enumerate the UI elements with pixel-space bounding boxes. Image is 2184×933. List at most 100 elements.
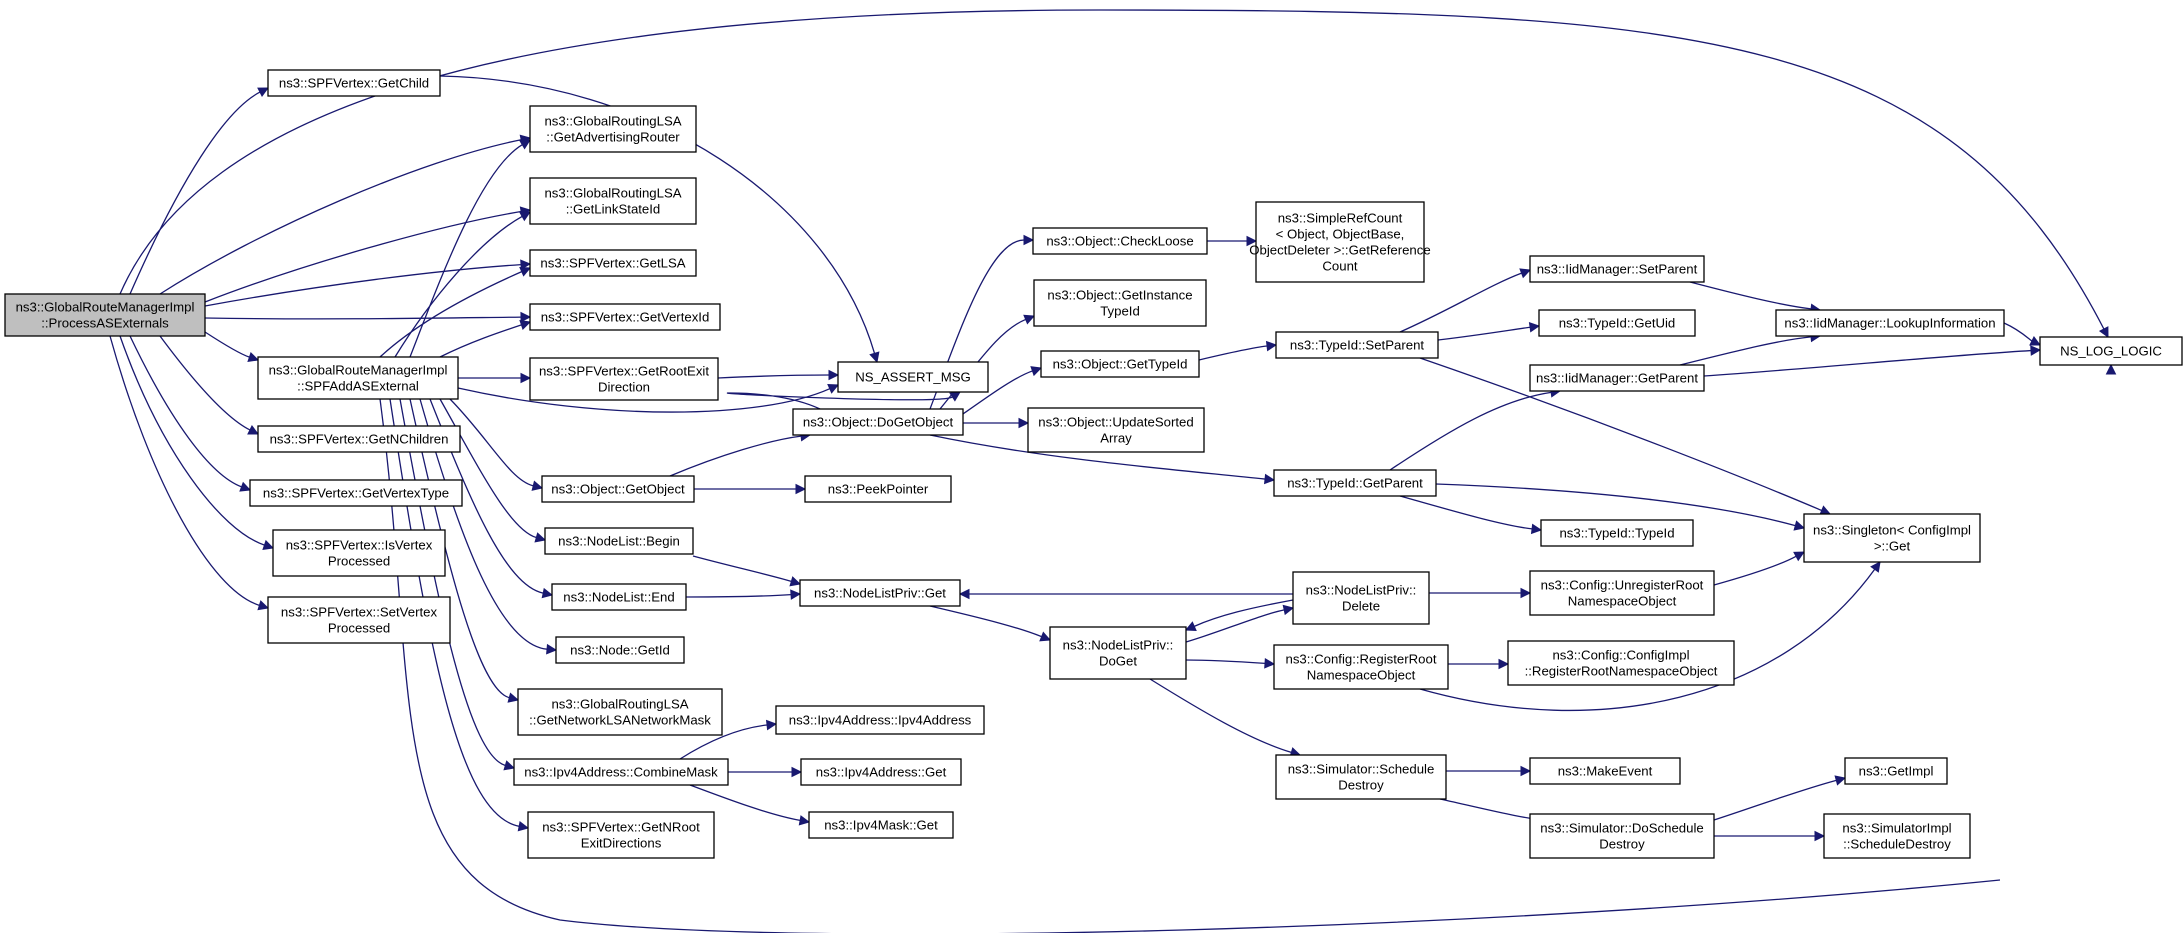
edge-iidsetparent-to-iidlookup [1689, 281, 1822, 315]
arrowhead [828, 369, 840, 381]
node-typeidsetparent[interactable]: ns3::TypeId::SetParent [1275, 331, 1439, 359]
node-ipv4address[interactable]: ns3::Ipv4Address::Ipv4Address [775, 705, 985, 735]
node-gettypeid[interactable]: ns3::Object::GetTypeId [1040, 350, 1200, 378]
node-getadvrouter[interactable]: ns3::GlobalRoutingLSA::GetAdvertisingRou… [529, 105, 697, 153]
edge-nodelistend-to-nodelistprivget [685, 589, 802, 600]
node-nodelistprivget[interactable]: ns3::NodeListPriv::Get [799, 579, 961, 607]
node-peekpointer[interactable]: ns3::PeekPointer [804, 475, 952, 503]
node-ipv4maskget[interactable]: ns3::Ipv4Mask::Get [808, 811, 954, 839]
node-getnetworkmask[interactable]: ns3::GlobalRoutingLSA::GetNetworkLSANetw… [517, 688, 723, 736]
node-nodelistend[interactable]: ns3::NodeList::End [551, 583, 687, 611]
node-label-line: ns3::GlobalRoutingLSA [544, 114, 681, 129]
node-label-line: ns3::NodeList::End [563, 590, 674, 605]
node-nslog[interactable]: NS_LOG_LOGIC [2039, 336, 2183, 366]
node-typeidgetparent[interactable]: ns3::TypeId::GetParent [1273, 469, 1437, 497]
node-label-line: ns3::SPFVertex::IsVertex [286, 538, 433, 553]
node-configimplregister[interactable]: ns3::Config::ConfigImpl::RegisterRootNam… [1507, 640, 1735, 686]
node-label-line: NS_ASSERT_MSG [855, 370, 971, 385]
arrowhead [1814, 830, 1826, 842]
node-box [1275, 754, 1447, 800]
node-getnchildren[interactable]: ns3::SPFVertex::GetNChildren [257, 425, 461, 453]
node-box [1032, 227, 1208, 255]
arrowhead [1498, 658, 1510, 670]
arrowhead [791, 766, 803, 778]
node-nodelistbegin[interactable]: ns3::NodeList::Begin [544, 527, 694, 555]
node-label-line: ns3::GlobalRouteManagerImpl [16, 300, 195, 315]
edge-getrootexitdir-to-nsassert [717, 369, 840, 381]
node-nodegetid[interactable]: ns3::Node::GetId [555, 636, 685, 664]
edge-line [457, 387, 831, 413]
node-ipv4addressget[interactable]: ns3::Ipv4Address::Get [800, 758, 962, 786]
node-label-line: ns3::Object::GetObject [551, 482, 685, 497]
node-typeidtypeid[interactable]: ns3::TypeId::TypeId [1540, 519, 1694, 547]
node-label-line: Destroy [1338, 778, 1384, 793]
edge-line [379, 271, 523, 358]
node-typeidgetuid[interactable]: ns3::TypeId::GetUid [1538, 309, 1696, 337]
edge-process-to-getvertextype [129, 335, 252, 492]
node-combinemask[interactable]: ns3::Ipv4Address::CombineMask [513, 758, 729, 786]
arrowhead [1793, 520, 1806, 531]
node-label-line: NamespaceObject [1307, 668, 1416, 683]
edge-line [409, 144, 523, 358]
arrowhead [534, 532, 547, 543]
node-getlsa[interactable]: ns3::SPFVertex::GetLSA [529, 249, 697, 277]
edge-line [1435, 483, 1796, 527]
node-getvertexid[interactable]: ns3::SPFVertex::GetVertexId [529, 303, 721, 331]
node-nsassert[interactable]: NS_ASSERT_MSG [837, 361, 989, 393]
edge-line [449, 398, 534, 487]
edge-spfadd-to-nodelistbegin [439, 398, 547, 543]
node-iidsetparent[interactable]: ns3::IidManager::SetParent [1529, 255, 1705, 283]
node-label-line: ns3::GetImpl [1859, 764, 1934, 779]
node-checkloose[interactable]: ns3::Object::CheckLoose [1032, 227, 1208, 255]
arrowhead [519, 211, 531, 222]
edge-line [1703, 349, 2032, 377]
node-box [2039, 336, 2183, 366]
edge-line [939, 318, 1026, 410]
arrowhead [790, 589, 802, 600]
node-label-line: ns3::SPFVertex::GetLSA [540, 256, 685, 271]
arrowhead [247, 351, 260, 363]
node-iidlookup[interactable]: ns3::IidManager::LookupInformation [1775, 309, 2005, 337]
edge-process-to-setvertexprocessed [109, 335, 270, 611]
node-getobject[interactable]: ns3::Object::GetObject [541, 475, 695, 503]
edge-simdoschedule-to-getimpl [1713, 775, 1847, 821]
edge-line [159, 139, 522, 295]
node-getimpl[interactable]: ns3::GetImpl [1844, 757, 1948, 785]
node-box [1529, 570, 1715, 616]
node-singletonget[interactable]: ns3::Singleton< ConfigImpl >::Get [1803, 513, 1981, 563]
node-configunregister[interactable]: ns3::Config::UnregisterRootNamespaceObje… [1529, 570, 1715, 616]
node-simimplschedule[interactable]: ns3::SimulatorImpl::ScheduleDestroy [1823, 813, 1971, 859]
function-nodes: ns3::GlobalRouteManagerImpl::ProcessASEx… [4, 69, 2183, 859]
node-box [1273, 469, 1437, 497]
node-box [1529, 813, 1715, 859]
arrowhead [507, 692, 520, 703]
node-nodelistprivdoget[interactable]: ns3::NodeListPriv::DoGet [1049, 626, 1187, 680]
edge-spfadd-to-getlsa [379, 266, 532, 358]
node-makeevent[interactable]: ns3::MakeEvent [1529, 757, 1681, 785]
node-getvertextype[interactable]: ns3::SPFVertex::GetVertexType [249, 479, 463, 507]
edge-process-to-getadvrouter [159, 134, 532, 295]
arrowhead [798, 815, 811, 826]
node-process[interactable]: ns3::GlobalRouteManagerImpl::ProcessASEx… [4, 293, 206, 337]
node-getlinkstateid[interactable]: ns3::GlobalRoutingLSA::GetLinkStateId [529, 177, 697, 225]
edge-line [1198, 345, 1268, 361]
node-dogetobject[interactable]: ns3::Object::DoGetObject [792, 408, 964, 436]
edge-dogetobject-to-updatesorted [963, 417, 1030, 429]
edge-dogetobject-to-gettypeid [962, 366, 1043, 415]
node-spfadd[interactable]: ns3::GlobalRouteManagerImpl::SPFAddASExt… [257, 356, 459, 400]
node-simplerefcount[interactable]: ns3::SimpleRefCount< Object, ObjectBase,… [1249, 201, 1431, 283]
edge-line [1419, 357, 1822, 512]
node-configregister[interactable]: ns3::Config::RegisterRootNamespaceObject [1273, 644, 1449, 690]
node-iidgetparent[interactable]: ns3::IidManager::GetParent [1529, 364, 1705, 392]
node-getchild[interactable]: ns3::SPFVertex::GetChild [267, 69, 441, 97]
node-simschedule[interactable]: ns3::Simulator::ScheduleDestroy [1275, 754, 1447, 800]
node-nodelistprivdelete[interactable]: ns3::NodeListPriv::Delete [1292, 571, 1430, 625]
node-label-line: ExitDirections [581, 836, 662, 851]
